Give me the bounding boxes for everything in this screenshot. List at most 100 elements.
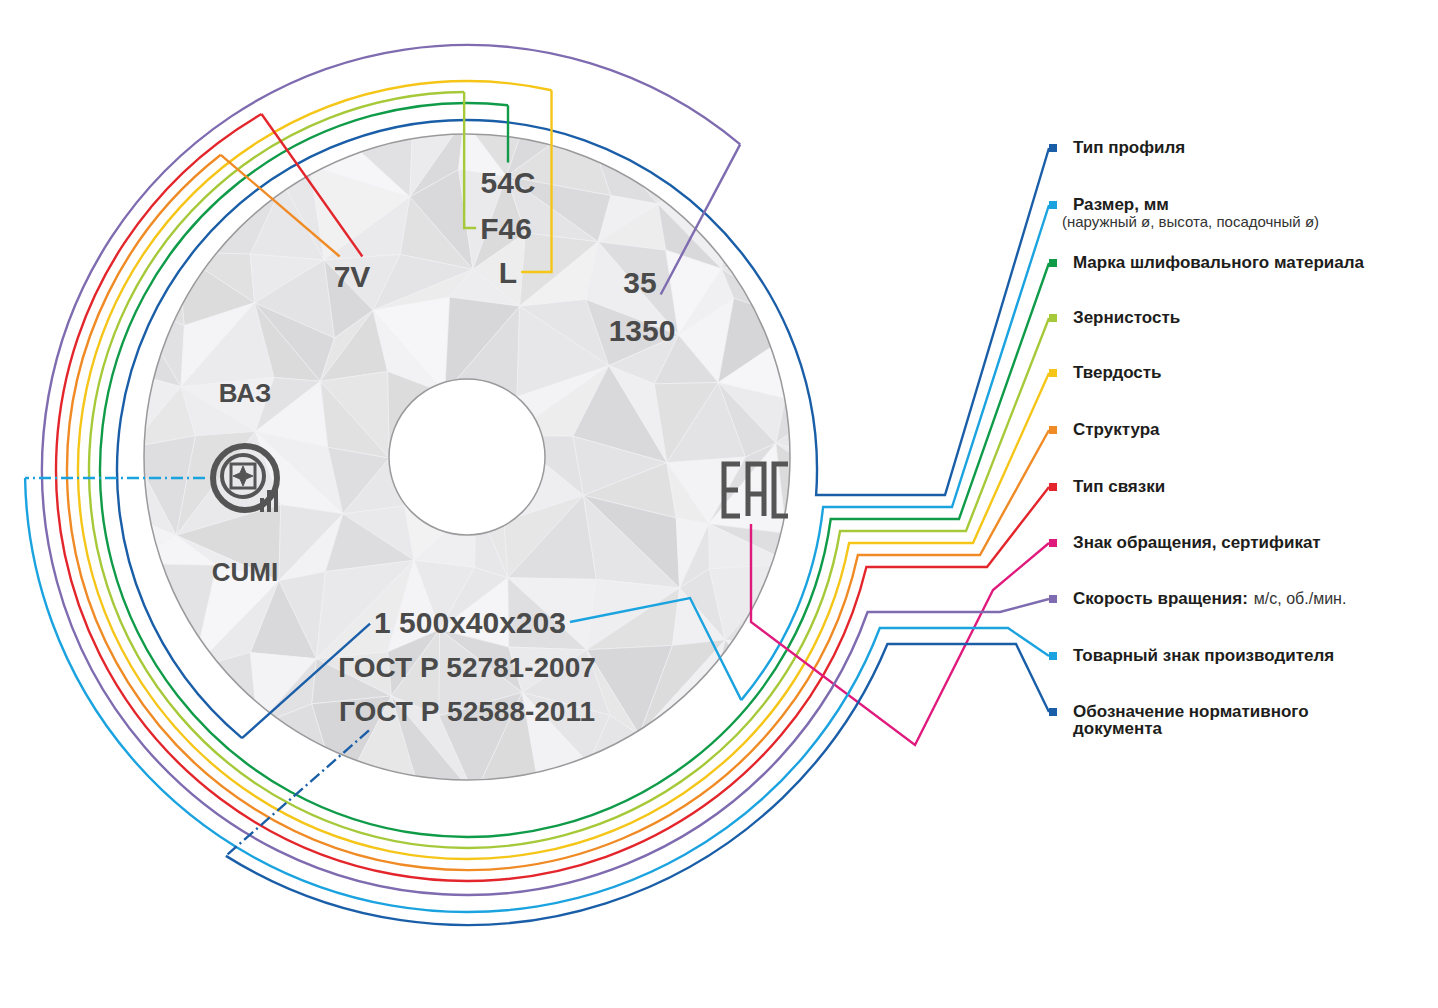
legend-text: Обозначение нормативного документа bbox=[1073, 703, 1333, 737]
leader-line bbox=[42, 45, 1049, 895]
wheel-facet bbox=[722, 174, 797, 269]
legend-text: Зернистость bbox=[1073, 309, 1180, 326]
legend-swatch bbox=[1049, 708, 1057, 716]
leader-segment bbox=[570, 598, 741, 700]
wheel-facet bbox=[255, 303, 321, 382]
leader-segment bbox=[661, 144, 740, 294]
standard-code: ГОСТ Р 52588-2011 bbox=[339, 697, 595, 728]
wheel-facet bbox=[587, 579, 680, 649]
wheel-facet bbox=[779, 709, 856, 759]
wheel-facet bbox=[444, 795, 536, 846]
wheel-facet bbox=[785, 322, 856, 398]
legend-swatch bbox=[1049, 595, 1057, 603]
leader-arc bbox=[89, 92, 1049, 848]
wheel-facet bbox=[808, 316, 856, 386]
wheel-facet bbox=[320, 371, 389, 458]
wheel-facet bbox=[130, 448, 176, 536]
grit-code: F46 bbox=[480, 212, 532, 245]
wheel-facet bbox=[250, 184, 324, 260]
wheel-facet bbox=[583, 495, 679, 588]
wheel-facet bbox=[537, 763, 589, 846]
wheel-facet bbox=[722, 174, 801, 269]
grade-code: 54C bbox=[480, 166, 535, 199]
leader-segment bbox=[262, 114, 363, 256]
wheel-face bbox=[144, 134, 790, 780]
legend-swatch bbox=[1049, 483, 1057, 491]
wheel-facet bbox=[797, 167, 856, 263]
speed-value: 1350 bbox=[609, 314, 676, 347]
legend-swatch bbox=[1049, 314, 1057, 322]
wheel-facet bbox=[735, 120, 797, 186]
leader-segment bbox=[226, 730, 369, 855]
leader-line bbox=[226, 644, 1049, 925]
legend-text: Марка шлифовального материала bbox=[1073, 254, 1364, 271]
standard-code: ГОСТ Р 52781-2007 bbox=[338, 653, 596, 684]
wheel-facet bbox=[639, 734, 724, 759]
wheel-facet bbox=[639, 640, 725, 735]
wheel-facet bbox=[718, 383, 776, 457]
wheel-facet bbox=[793, 499, 856, 578]
wheel-facet bbox=[585, 120, 658, 204]
legend-swatch bbox=[1049, 426, 1057, 434]
wheel-facet bbox=[340, 778, 416, 846]
eac-mark bbox=[724, 464, 788, 516]
legend-swatch bbox=[1049, 144, 1057, 152]
legend-swatch bbox=[1049, 652, 1057, 660]
legend-text: Знак обращения, сертификат bbox=[1073, 534, 1321, 551]
legend-text: Тип профиля bbox=[1073, 139, 1185, 156]
leader-arc bbox=[117, 120, 1049, 738]
legend-text: Тип связки bbox=[1073, 478, 1165, 495]
leader-arc bbox=[67, 155, 1049, 870]
wheel-facet bbox=[725, 564, 793, 648]
wheel-facet bbox=[310, 166, 410, 260]
wheel-facet bbox=[130, 120, 208, 193]
wheel-facet bbox=[735, 120, 797, 174]
leader-line bbox=[89, 92, 1049, 848]
wheel-texture bbox=[130, 120, 856, 846]
wheel-facet bbox=[667, 457, 746, 524]
legend-swatch bbox=[1049, 539, 1057, 547]
legend-text: Товарный знак производителя bbox=[1073, 647, 1334, 664]
wheel-facet bbox=[255, 303, 335, 382]
leader-line bbox=[25, 478, 1049, 912]
wheel-facet bbox=[776, 120, 856, 174]
legend-note: м/с, об./мин. bbox=[1254, 590, 1347, 608]
leader-line bbox=[117, 120, 1049, 738]
wheel-facet bbox=[589, 735, 661, 787]
wheel-bore bbox=[389, 379, 545, 535]
wheel-facet bbox=[587, 588, 680, 650]
legend-swatch bbox=[1049, 369, 1057, 377]
wheel-facet bbox=[639, 640, 725, 735]
wheel-facet bbox=[589, 763, 661, 846]
wheel-facet bbox=[320, 381, 389, 458]
leader-line bbox=[570, 205, 1049, 700]
wheel-facet bbox=[198, 725, 269, 787]
manufacturer-name: CUMI bbox=[212, 558, 278, 587]
hardness-code: L bbox=[499, 256, 517, 289]
wheel-facet bbox=[130, 301, 184, 387]
leader-arc bbox=[56, 114, 1049, 881]
leader-arc bbox=[25, 478, 1049, 912]
wheel-facet bbox=[130, 788, 198, 846]
wheel-facet bbox=[130, 120, 187, 186]
leader-arc bbox=[42, 45, 1049, 895]
wheel-facet bbox=[130, 718, 198, 788]
speed-value: 35 bbox=[623, 266, 656, 299]
wheel-facet bbox=[373, 297, 450, 393]
leader-arc bbox=[226, 644, 1049, 925]
wheel-facet bbox=[583, 495, 679, 588]
wheel-outer-edge bbox=[144, 134, 790, 780]
wheel-facet bbox=[410, 795, 474, 846]
legend-text: Структура bbox=[1073, 421, 1160, 438]
leader-line bbox=[100, 103, 1049, 837]
structure-bond-code: 7V bbox=[334, 260, 371, 293]
legend-text: Размер, мм bbox=[1073, 196, 1169, 213]
wheel-facet bbox=[194, 653, 258, 726]
wheel-facet bbox=[797, 120, 856, 174]
wheel-facet bbox=[801, 243, 856, 322]
wheel-facet bbox=[130, 776, 198, 846]
leader-segment bbox=[751, 524, 1049, 745]
wheel-facet bbox=[703, 640, 779, 734]
